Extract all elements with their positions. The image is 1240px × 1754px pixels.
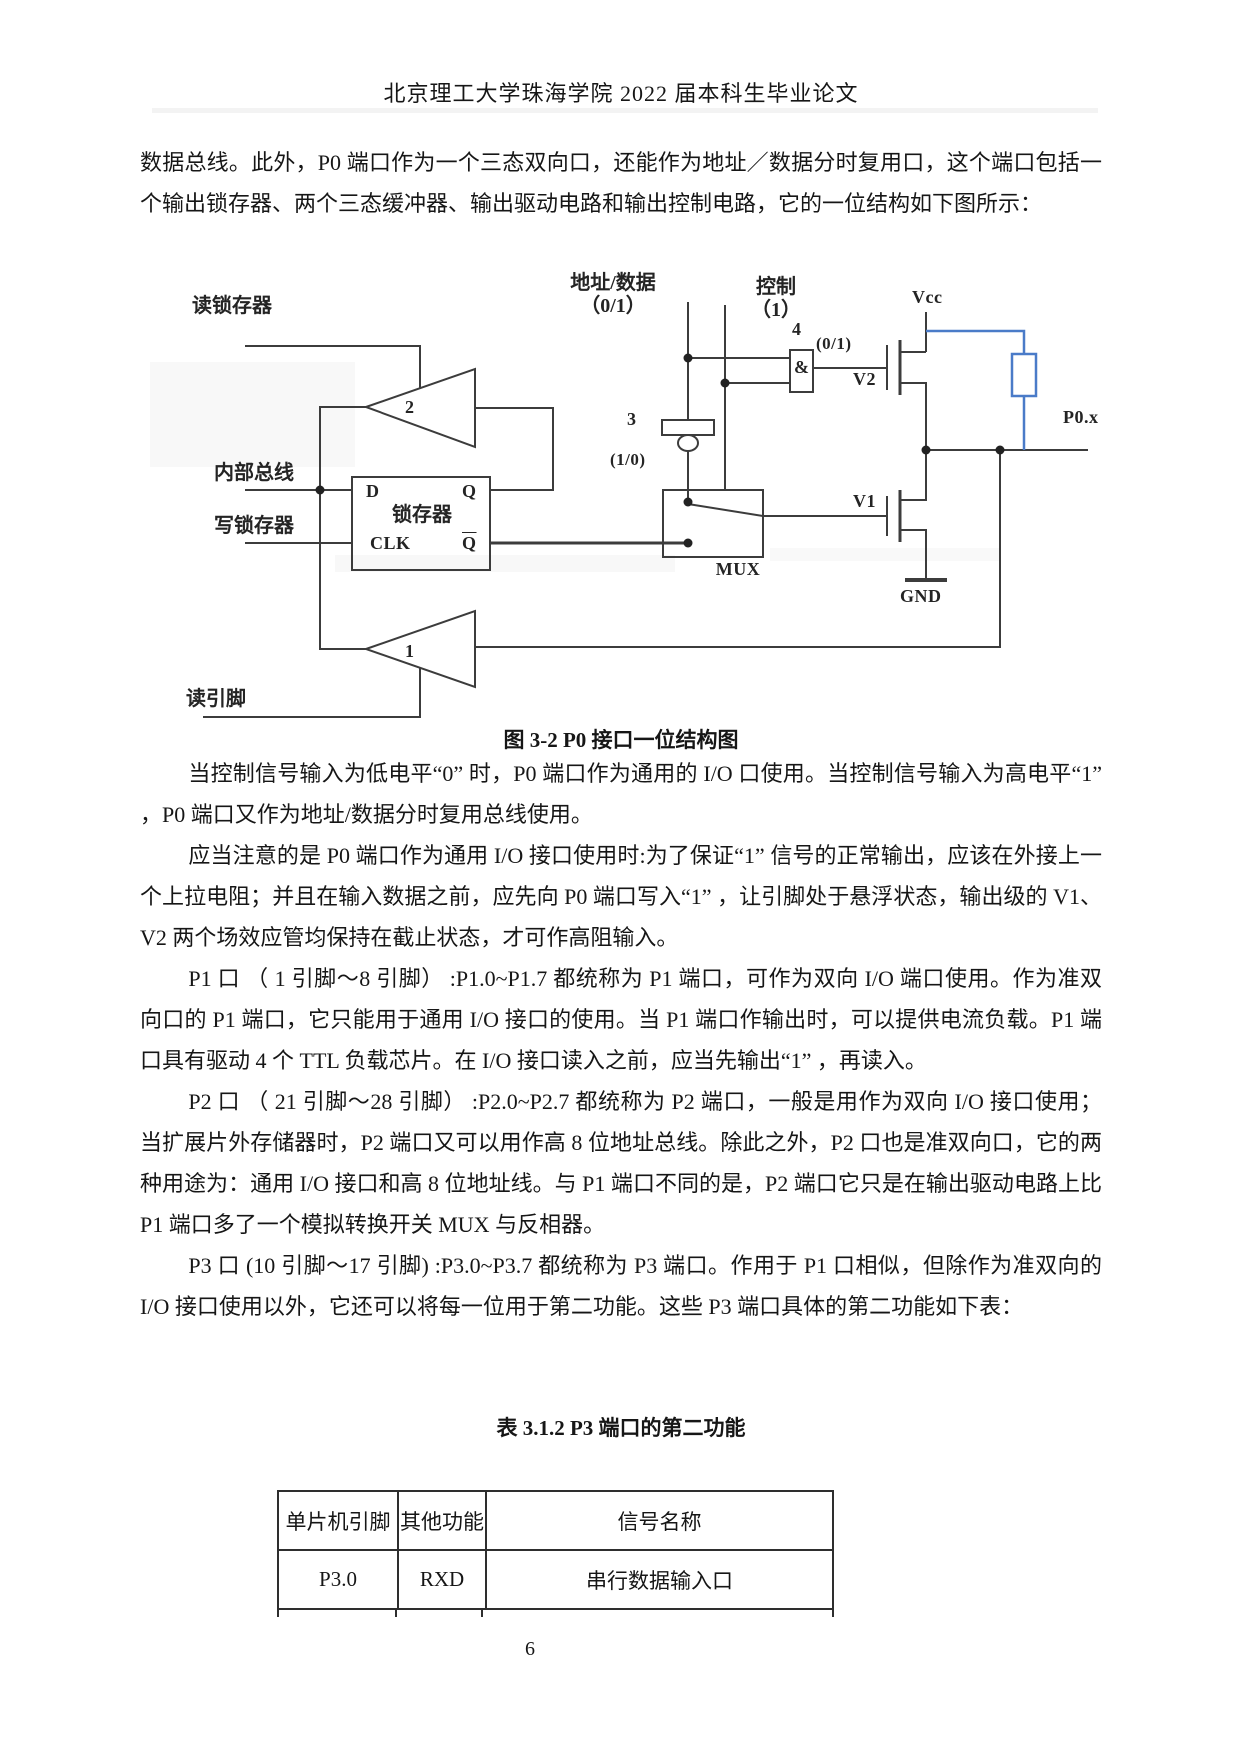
paragraph-3: 应当注意的是 P0 端口作为通用 I/O 接口使用时:为了保证“1” 信号的正常…: [140, 843, 1102, 950]
latch-pin-q: Q: [462, 481, 477, 501]
table-caption: 表 3.1.2 P3 端口的第二功能: [496, 1416, 746, 1440]
table-header-function: 其他功能: [397, 1490, 487, 1551]
label-buffer2-number: 2: [405, 397, 414, 417]
cell-signal: 串行数据输入口: [485, 1549, 834, 1610]
intro-paragraph-block: 数据总线。此外，P0 端口作为一个三态双向口，还能作为地址／数据分时复用口，这个…: [140, 142, 1102, 224]
table-row: P3.0 RXD 串行数据输入口: [277, 1549, 834, 1610]
label-inverter-output-value: (1/0): [610, 450, 646, 469]
latch-pin-d: D: [366, 481, 380, 501]
cell-function: RXD: [397, 1549, 487, 1610]
p3-second-function-table: 单片机引脚 其他功能 信号名称 P3.0 RXD 串行数据输入口: [277, 1490, 834, 1610]
label-mux: MUX: [715, 559, 761, 579]
header-rule: [152, 108, 1098, 113]
paragraph-5: P2 口 （ 21 引脚～28 引脚） :P2.0~P2.7 都统称为 P2 端…: [140, 1089, 1102, 1237]
table-clipped-border: [277, 1608, 279, 1617]
table-header-signal: 信号名称: [485, 1490, 834, 1551]
page-number: 6: [525, 1638, 535, 1660]
label-and-output-value: (0/1): [816, 334, 852, 353]
label-gnd: GND: [900, 586, 942, 606]
table-clipped-border: [395, 1608, 397, 1617]
table-header-row: 单片机引脚 其他功能 信号名称: [277, 1490, 834, 1551]
main-paragraph-block: 当控制信号输入为低电平“0” 时，P0 端口作为通用的 I/O 口使用。当控制信…: [140, 753, 1102, 1327]
latch-pin-qbar: Q: [462, 533, 477, 553]
label-vcc: Vcc: [912, 287, 943, 307]
table-header-pin: 单片机引脚: [277, 1490, 399, 1551]
label-write-latch: 写锁存器: [214, 515, 294, 537]
page-header-title: 北京理工大学珠海学院 2022 届本科生毕业论文: [383, 81, 859, 106]
label-read-latch: 读锁存器: [192, 295, 272, 317]
label-v2: V2: [853, 369, 876, 389]
table-clipped-border: [832, 1608, 834, 1617]
label-internal-bus: 内部总线: [214, 462, 294, 484]
figure-caption: 图 3-2 P0 接口一位结构图: [503, 728, 739, 752]
label-and-number: 4: [792, 319, 801, 339]
paragraph-1: 数据总线。此外，P0 端口作为一个三态双向口，还能作为地址／数据分时复用口，这个…: [140, 150, 1102, 216]
paragraph-4: P1 口 （ 1 引脚～8 引脚） :P1.0~P1.7 都统称为 P1 端口，…: [140, 966, 1102, 1073]
latch-title: 锁存器: [392, 504, 452, 526]
paragraph-2: 当控制信号输入为低电平“0” 时，P0 端口作为通用的 I/O 口使用。当控制信…: [140, 761, 1102, 827]
label-addr-data: 地址/数据 （0/1）: [570, 272, 656, 317]
latch-pin-clk: CLK: [370, 533, 411, 553]
label-buffer1-number: 1: [405, 641, 414, 661]
label-inverter-number: 3: [627, 409, 636, 429]
label-p0x: P0.x: [1063, 407, 1099, 427]
cell-pin: P3.0: [277, 1549, 399, 1610]
label-control: 控制 （1）: [751, 276, 801, 321]
label-read-pin: 读引脚: [186, 688, 246, 710]
table-clipped-border: [481, 1608, 483, 1617]
figure-p0-structure: 读锁存器 内部总线 写锁存器 读引脚 地址/数据 （0/1） 控制 （1） 2 …: [150, 250, 1160, 728]
circuit-diagram: [150, 302, 1088, 718]
label-v1: V1: [853, 491, 876, 511]
and-gate-symbol: &: [794, 357, 809, 377]
paragraph-6: P3 口 (10 引脚～17 引脚) :P3.0~P3.7 都统称为 P3 端口…: [140, 1253, 1102, 1319]
